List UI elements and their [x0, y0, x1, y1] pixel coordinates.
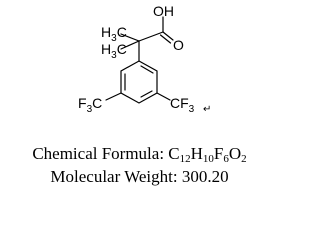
hydroxyl-label: OH: [153, 3, 174, 19]
formula-element-3: O: [228, 144, 242, 163]
molecule-structure-diagram: OH O H3C H3C F3C CF3 ↵ ↵: [78, 3, 211, 115]
formula-count-2: 6: [223, 153, 229, 165]
formula-element-1: H: [190, 144, 203, 163]
methyl-bottom-label: H3C: [101, 41, 127, 61]
bond-quaternary-carboxyl: [138, 31, 164, 42]
return-mark-structure: ↵: [203, 104, 211, 115]
formula-count-3: 2: [241, 153, 247, 165]
chemical-formula-line: Chemical Formula: C12H10F6O2: [0, 144, 279, 165]
bond-methyl-top: [120, 33, 140, 42]
carbonyl-oxygen-label: O: [173, 37, 184, 53]
formula-element-0: C: [168, 144, 180, 163]
formula-element-2: F: [213, 144, 224, 163]
bond-carbonyl-2: [159, 34, 172, 44]
aromatic-bond-1: [140, 65, 154, 74]
bond-ring-cf3-right: [156, 92, 171, 101]
benzene-ring: [120, 60, 158, 104]
bond-methyl-bottom: [120, 40, 140, 50]
chemical-formula-value: C12H10F6O2: [168, 144, 247, 165]
formula-count-1: 10: [202, 153, 214, 165]
chemical-structure-figure: OH O H3C H3C F3C CF3 ↵ ↵ Chemical Formul…: [0, 3, 279, 187]
formula-count-0: 12: [179, 153, 191, 165]
molecular-weight-line: Molecular Weight: 300.20: [0, 167, 279, 187]
molecular-weight-value: 300.20: [181, 167, 229, 186]
bond-ring-cf3-left: [105, 92, 122, 101]
trifluoromethyl-right-label: CF3: [170, 95, 195, 115]
molecular-weight-label: Molecular Weight:: [50, 167, 182, 186]
methyl-top-label: H3C: [101, 24, 127, 44]
chemical-formula-label: Chemical Formula:: [32, 144, 169, 163]
trifluoromethyl-left-label: F3C: [78, 95, 102, 115]
bond-carbonyl-1: [162, 31, 174, 41]
aromatic-bond-2: [140, 90, 153, 98]
